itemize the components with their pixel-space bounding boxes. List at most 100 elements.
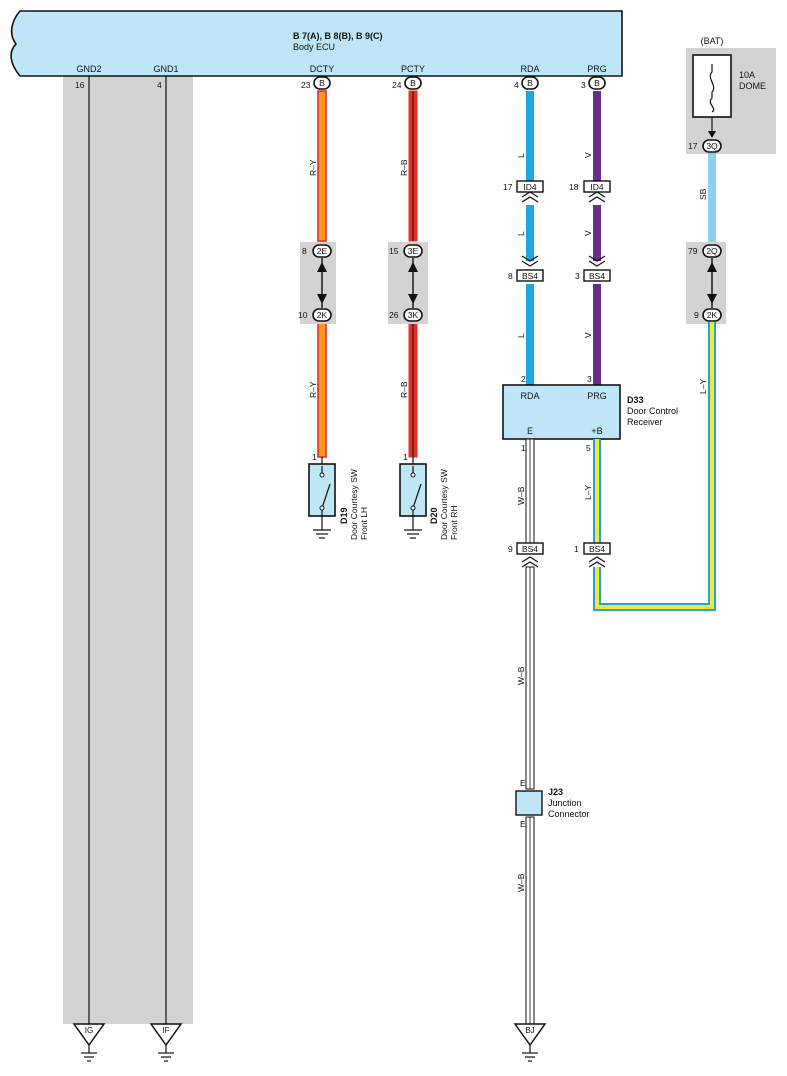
junction-code: J23 [548,787,563,797]
wire-label-rda-2: L [516,231,526,236]
receiver-name-2: Receiver [627,417,663,427]
connector-2e-pin: 8 [302,246,307,256]
ground-bj: BJ [513,1023,547,1062]
wire-label-prg-1: V [583,152,593,158]
ground-if: IF [149,1023,183,1062]
connector-id4-a-pin: 17 [503,182,513,192]
switch-lh-pin: 1 [312,452,317,462]
connector-2q-pin: 79 [688,246,698,256]
connector-3k-pin: 26 [389,310,399,320]
wire-label-dcty-2: R–Y [308,381,318,398]
ground-if-label: IF [162,1026,169,1035]
wire-plusb-loop [593,322,716,611]
connector-3q-label: 3Q [706,141,718,151]
pin-number-prg: 3 [581,80,586,90]
wire-label-ground-3: W–B [516,873,526,892]
junction-box [515,790,543,816]
wire-rda [526,91,534,385]
connector-id4-a: ID4 17 [503,180,544,203]
receiver-code: D33 [627,395,644,405]
connector-id4-b-label: ID4 [590,182,604,192]
switch-rh-symbol [404,466,422,539]
ground-bj-label: BJ [525,1026,534,1035]
ecu-pin-pcty: PCTY [401,64,425,74]
ecu-box [10,10,623,77]
connector-2e-label: 2E [317,246,328,256]
receiver-box [502,384,621,440]
ground-ig: IG [72,1023,106,1062]
connector-bs4-a-pin: 8 [508,271,513,281]
connector-id4-a-label: ID4 [523,182,537,192]
wire-label-dome: SB [698,188,708,200]
ecu-connector-pcty: B [404,76,422,90]
connector-bs4-c-label: BS4 [522,544,538,554]
connector-3k: 3K 26 [389,308,423,322]
ecu-connector-dcty: B [313,76,331,90]
wire-prg [593,91,601,385]
switch-lh-symbol [313,466,331,539]
receiver-pin-e: E [527,426,533,436]
junction-pin-top: E [520,778,526,788]
pin-number-pcty: 24 [392,80,402,90]
ecu-pin-gnd1: GND1 [153,64,178,74]
connector-3e-label: 3E [408,246,419,256]
switch-rh-line2: Front RH [449,506,459,540]
connector-bs4-c: BS4 9 [508,542,544,568]
ecu-connector-label: B [527,78,533,88]
connector-3q: 3Q 17 [688,139,722,153]
connector-2q-label: 2Q [706,246,718,256]
wire-label-ground-2: W–B [516,666,526,685]
connector-2k-b-pin: 9 [694,310,699,320]
ground-ig-label: IG [85,1026,93,1035]
wire-label-ground-1: W–B [516,486,526,505]
link-3e-3k [408,258,418,308]
ecu-pin-gnd2: GND2 [76,64,101,74]
connector-bs4-d: BS4 1 [574,542,611,568]
pin-number-gnd1: 4 [157,80,162,90]
connector-3e-pin: 15 [389,246,399,256]
gray-band [63,76,193,1024]
receiver-num-plusb: 5 [586,443,591,453]
connector-bs4-c-pin: 9 [508,544,513,554]
ecu-connector-prg: B [588,76,606,90]
receiver-name-1: Door Control [627,406,678,416]
connector-2k-a-label: 2K [317,310,328,320]
receiver-pin-plusb: +B [591,426,602,436]
connector-bs4-b-label: BS4 [589,271,605,281]
connector-bs4-d-label: BS4 [589,544,605,554]
fuse-supply-label: (BAT) [701,36,724,46]
ecu-name: Body ECU [293,42,335,52]
ecu-connector-rda: B [521,76,539,90]
pin-number-gnd2: 16 [75,80,85,90]
ecu-pin-dcty: DCTY [310,64,335,74]
receiver-pin-prg: PRG [587,391,607,401]
switch-lh-line1: Door Courtesy SW [349,469,359,540]
wire-label-prg-3: V [583,332,593,338]
wire-dome [708,153,716,244]
fuse-rating: 10A [739,70,755,80]
ecu-pin-rda: RDA [520,64,539,74]
connector-2k-b-label: 2K [707,310,718,320]
receiver-pin-rda: RDA [520,391,539,401]
link-2q-2k [707,258,717,308]
connector-bs4-a-label: BS4 [522,271,538,281]
connector-bs4-a: BS4 8 [508,255,544,282]
switch-lh-code: D19 [339,507,349,524]
connector-2k-b: 2K 9 [694,308,722,322]
wire-label-rda-1: L [516,153,526,158]
wire-label-prg-2: V [583,230,593,236]
wire-label-rda-3: L [516,333,526,338]
ecu-connector-label: B [594,78,600,88]
pin-number-rda: 4 [514,80,519,90]
connector-2e: 2E 8 [302,244,332,258]
fuse-name: DOME [739,81,766,91]
fuse-symbol [709,64,715,113]
connector-id4-b-pin: 18 [569,182,579,192]
junction-name-1: Junction [548,798,582,808]
connector-bs4-b: BS4 3 [575,255,611,282]
wire-pcty [408,90,418,458]
ecu-connector-label: B [410,78,416,88]
connector-2k-a: 2K 10 [298,308,332,322]
